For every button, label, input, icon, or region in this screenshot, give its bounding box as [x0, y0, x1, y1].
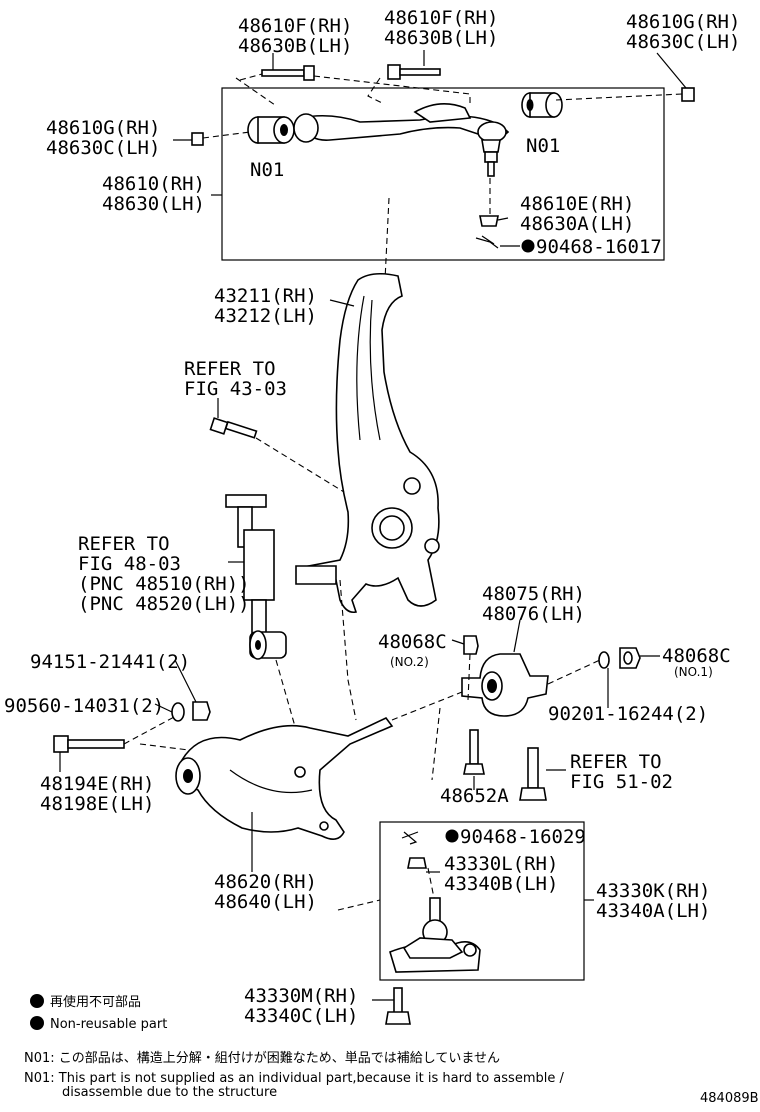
- ball-joint-group-box: [379, 821, 585, 981]
- label-90201-16244: 90201-16244(2): [548, 703, 708, 725]
- ball-joint: [389, 897, 481, 973]
- label-48610f-rh-b: 48610F(RH): [384, 7, 498, 29]
- nut-43330l: [407, 857, 427, 869]
- label-48610-rh: 48610(RH): [102, 173, 205, 195]
- label-48194e-rh: 48194E(RH): [40, 773, 154, 795]
- washer-90560: [171, 702, 185, 722]
- bushing-n01-left: [247, 116, 295, 144]
- label-refer-to-a: REFER TO: [184, 358, 276, 380]
- label-90468-16017: 90468-16017: [536, 236, 662, 258]
- label-43340b-lh: 43340B(LH): [444, 873, 558, 895]
- label-90468-16029: 90468-16029: [460, 826, 586, 848]
- steering-knuckle: [295, 272, 440, 614]
- label-43340a-lh: 43340A(LH): [596, 900, 710, 922]
- label-48630c-lh-a: 48630C(LH): [626, 31, 740, 53]
- bolt-48652a: [463, 729, 485, 775]
- label-refer-to-c: REFER TO: [570, 751, 662, 773]
- bolt-48194e: [53, 735, 125, 753]
- label-48610g-rh-a: 48610G(RH): [626, 11, 740, 33]
- label-94151-21441: 94151-21441(2): [30, 651, 190, 673]
- label-48630b-lh-a: 48630B(LH): [238, 35, 352, 57]
- label-43212-lh: 43212(LH): [214, 305, 317, 327]
- label-48610f-rh-a: 48610F(RH): [238, 15, 352, 37]
- label-no1: (NO.1): [674, 665, 713, 679]
- bushing-n01-right: [521, 92, 563, 118]
- label-48076-lh: 48076(LH): [482, 603, 585, 625]
- legend-text-jp: 再使用不可部品: [50, 994, 141, 1010]
- lower-control-arm: [175, 716, 394, 840]
- label-48620-rh: 48620(RH): [214, 871, 317, 893]
- bushing-48075: [461, 653, 549, 717]
- legend-dot-jp: [30, 994, 44, 1008]
- label-fig-48-03: FIG 48-03: [78, 553, 181, 575]
- label-48198e-lh: 48198E(LH): [40, 793, 154, 815]
- nut-48610g-left: [191, 132, 204, 146]
- bolt-43330m: [385, 987, 411, 1025]
- bolt-refer-43-03: [209, 417, 258, 439]
- figure-id: 484089B: [700, 1091, 759, 1106]
- nut-48610e: [479, 215, 499, 227]
- label-48630a-lh: 48630A(LH): [520, 213, 634, 235]
- label-fig-51-02: FIG 51-02: [570, 771, 673, 793]
- legend-dot-en: [30, 1016, 44, 1030]
- nut-48068c-no2: [463, 635, 479, 655]
- label-pnc-48520: (PNC 48520(LH)): [78, 593, 250, 615]
- label-refer-to-b: REFER TO: [78, 533, 170, 555]
- label-43330m-rh: 43330M(RH): [244, 985, 358, 1007]
- cotter-pin-16017: [475, 235, 499, 249]
- label-43330l-rh: 43330L(RH): [444, 853, 558, 875]
- bolt-48610f-left: [261, 65, 315, 81]
- bolt-48610f-right: [387, 64, 441, 80]
- note-en-line1: N01: This part is not supplied as an ind…: [24, 1071, 564, 1086]
- upper-arm-group-box: [221, 87, 665, 261]
- label-48610e-rh: 48610E(RH): [520, 193, 634, 215]
- non-reusable-dot-16029: [445, 829, 459, 843]
- upper-control-arm: [293, 103, 510, 177]
- bolt-refer-51-02: [519, 747, 547, 801]
- label-n01-left: N01: [250, 159, 284, 181]
- label-fig-43-03: FIG 43-03: [184, 378, 287, 400]
- washer-90201: [598, 651, 610, 669]
- label-48640-lh: 48640(LH): [214, 891, 317, 913]
- note-en-line2: disassemble due to the structure: [62, 1085, 277, 1100]
- label-48068c-b: 48068C: [662, 645, 731, 667]
- label-43340c-lh: 43340C(LH): [244, 1005, 358, 1027]
- label-48630-lh: 48630(LH): [102, 193, 205, 215]
- label-90560-14031: 90560-14031(2): [4, 695, 164, 717]
- nut-48610g-right: [681, 87, 695, 102]
- label-43330k-rh: 43330K(RH): [596, 880, 710, 902]
- label-n01-right: N01: [526, 135, 560, 157]
- label-48068c-a: 48068C: [378, 631, 447, 653]
- label-pnc-48510: (PNC 48510(RH)): [78, 573, 250, 595]
- label-48652a: 48652A: [440, 785, 509, 807]
- label-48630c-lh-b: 48630C(LH): [46, 137, 160, 159]
- legend-text-en: Non-reusable part: [50, 1017, 167, 1032]
- label-48610g-rh-b: 48610G(RH): [46, 117, 160, 139]
- label-43211-rh: 43211(RH): [214, 285, 317, 307]
- label-48075-rh: 48075(RH): [482, 583, 585, 605]
- shock-absorber: [225, 494, 287, 660]
- non-reusable-dot-16017: [521, 239, 535, 253]
- label-no2: (NO.2): [390, 655, 429, 669]
- note-jp: N01: この部品は、構造上分解・組付けが困難なため、単品では補給していません: [24, 1050, 500, 1066]
- nut-94151: [192, 701, 211, 721]
- label-48630b-lh-b: 48630B(LH): [384, 27, 498, 49]
